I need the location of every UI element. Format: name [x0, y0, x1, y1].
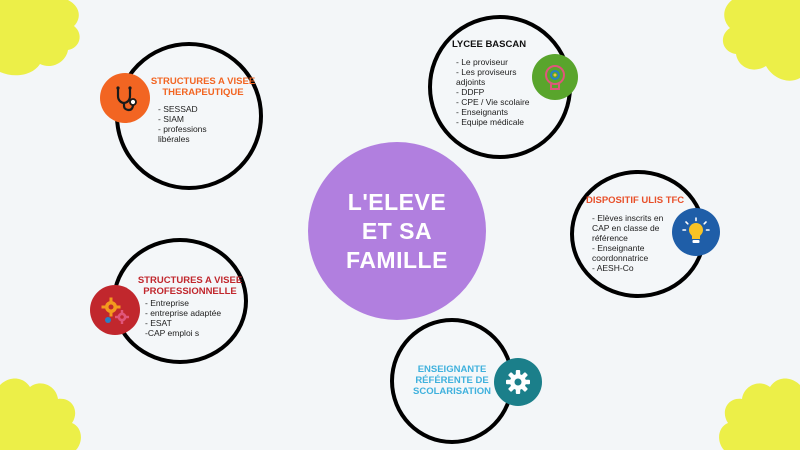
gears-icon	[101, 297, 129, 324]
node-lycee-list: - Le proviseur - Les proviseurs adjoints…	[456, 57, 534, 127]
node-referente-badge	[494, 358, 542, 406]
node-referente-circle	[390, 318, 514, 444]
corner-blob-top-left	[0, 0, 80, 76]
center-line-1: L'ELEVE	[347, 188, 447, 215]
list-item: - Elèves inscrits en	[592, 213, 664, 223]
node-therapeutique-list: - SESSAD - SIAM - professions libérales	[158, 104, 248, 144]
center-node: L'ELEVE ET SA FAMILLE	[308, 142, 486, 320]
list-item: - SESSAD	[158, 104, 198, 114]
corner-blob-top-right	[722, 0, 800, 81]
center-line-2: ET SA	[361, 217, 433, 244]
corner-blob-bottom-left	[0, 378, 81, 450]
node-lycee-title: LYCEE BASCAN	[452, 39, 527, 50]
head-gears-icon	[545, 65, 565, 90]
node-therapeutique-badge	[100, 73, 150, 123]
list-item: - SIAM	[158, 114, 184, 124]
list-item: - Le proviseur	[456, 57, 508, 67]
stethoscope-icon	[116, 86, 137, 112]
list-item: - entreprise adaptée	[145, 308, 222, 318]
node-ulis-title: DISPOSITIF ULIS TFC	[586, 195, 685, 206]
gear-icon	[506, 370, 530, 394]
list-item: - Equipe médicale	[456, 117, 525, 127]
list-item: - professions	[158, 124, 207, 134]
list-item: - ESAT	[145, 318, 172, 328]
list-item: coordonnatrice	[592, 253, 649, 263]
list-item: - CPE / Vie scolaire	[456, 97, 530, 107]
list-item: - AESH-Co	[592, 263, 634, 273]
center-line-3: FAMILLE	[346, 246, 448, 273]
list-item: libérales	[158, 134, 190, 144]
list-item: - Enseignante	[592, 243, 645, 253]
list-item: -CAP emploi s	[145, 328, 200, 338]
node-therapeutique-title: STRUCTURES A VISEE THERAPEUTIQUE	[150, 76, 256, 98]
corner-blob-bottom-right	[719, 378, 800, 450]
list-item: adjoints	[456, 77, 486, 87]
list-item: CAP en classe de	[592, 223, 660, 233]
node-ulis-list: - Elèves inscrits en CAP en classe de ré…	[592, 213, 674, 273]
list-item: - Les proviseurs	[456, 67, 517, 77]
node-professionnelle-list: - Entreprise - entreprise adaptée - ESAT…	[145, 298, 235, 338]
node-professionnelle-badge	[90, 285, 140, 335]
node-ulis-badge	[672, 208, 720, 256]
list-item: - Entreprise	[145, 298, 189, 308]
list-item: - Enseignants	[456, 107, 508, 117]
list-item: référence	[592, 233, 628, 243]
node-lycee-badge	[532, 54, 578, 100]
node-referente-title: ENSEIGNANTE RÉFÉRENTE DE SCOLARISATION	[413, 364, 491, 397]
list-item: - DDFP	[456, 87, 485, 97]
lightbulb-icon	[682, 217, 710, 243]
node-professionnelle-title: STRUCTURES A VISEE PROFESSIONNELLE	[137, 275, 243, 297]
